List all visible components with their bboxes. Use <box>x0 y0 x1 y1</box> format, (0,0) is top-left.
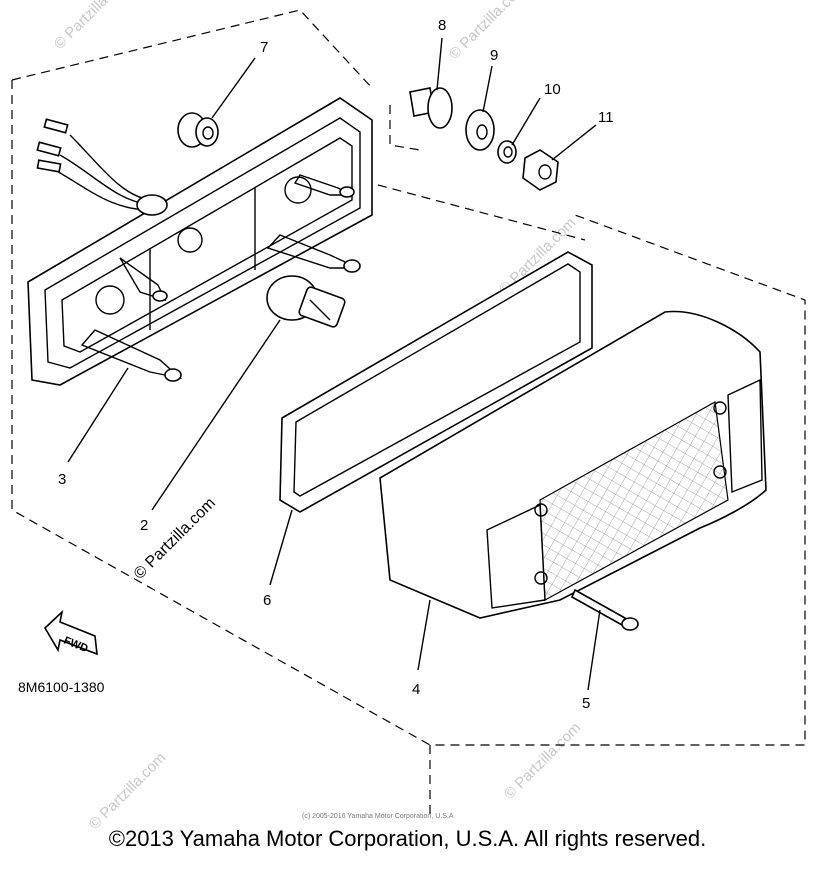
callout-4: 4 <box>412 681 420 698</box>
callout-10: 10 <box>544 81 561 98</box>
grommet <box>177 112 219 148</box>
watermark-7: © Partzilla.com <box>131 495 219 583</box>
lens <box>379 310 767 619</box>
fastener-stack <box>409 87 559 191</box>
part-number: 8M6100-1380 <box>18 679 105 695</box>
fwd-arrow: FWD <box>43 609 98 656</box>
watermark-6: © Partzilla.com <box>501 719 584 802</box>
callout-6: 6 <box>263 592 271 609</box>
small-credit: (c) 2005-2016 Yamaha Motor Corporation, … <box>302 813 454 820</box>
assembly-frame <box>11 9 806 820</box>
callout-7: 7 <box>260 39 268 56</box>
callout-9: 9 <box>490 47 498 64</box>
callouts: 2 3 4 5 6 7 8 9 10 11 <box>58 17 614 712</box>
leader-lines <box>67 37 601 691</box>
callout-11: 11 <box>598 109 614 126</box>
watermark-5: © Partzilla.com <box>86 749 169 832</box>
copyright-notice: ©2013 Yamaha Motor Corporation, U.S.A. A… <box>108 826 707 851</box>
watermark-2: © Partzilla.com <box>446 0 529 63</box>
callout-3: 3 <box>58 471 66 488</box>
callout-2: 2 <box>140 517 148 534</box>
callout-5: 5 <box>582 695 590 712</box>
screw <box>570 588 639 631</box>
callout-8: 8 <box>438 17 446 34</box>
gasket <box>279 251 593 513</box>
lamp-housing <box>27 97 373 386</box>
bulb <box>266 275 346 328</box>
watermark-1: © Partzilla.com <box>51 0 134 53</box>
